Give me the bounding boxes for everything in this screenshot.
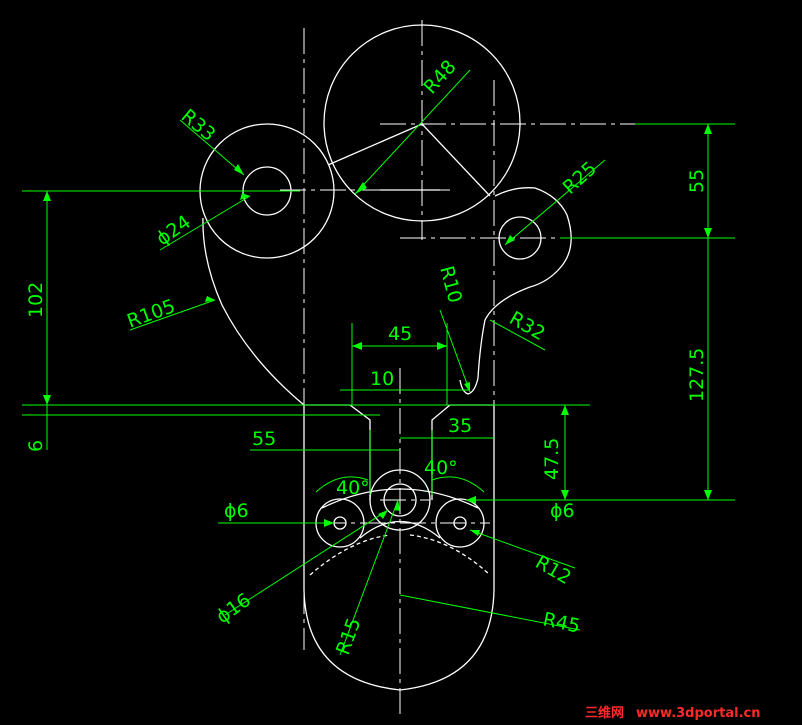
label-6: 6 [25, 440, 47, 452]
label-r12: R12 [532, 551, 575, 589]
label-d6-right: ϕ6 [550, 500, 575, 522]
r48-circle [323, 24, 521, 222]
label-r25: R25 [559, 157, 602, 198]
label-r15: R15 [332, 615, 365, 658]
right-lobe [435, 498, 485, 548]
label-r48: R48 [419, 56, 460, 99]
label-40-right: 40° [424, 457, 458, 479]
r12-arc [321, 488, 479, 509]
dimension-lines [22, 69, 735, 656]
label-r32: R32 [506, 307, 549, 345]
label-102: 102 [25, 282, 47, 318]
label-r10: R10 [435, 264, 466, 306]
d16-circle [369, 469, 431, 531]
label-47-5: 47.5 [541, 438, 563, 480]
label-35: 35 [448, 415, 472, 437]
label-d24: ϕ24 [152, 211, 195, 250]
r25-boss-outline [494, 187, 572, 288]
center-lines [280, 20, 730, 718]
arrowheads [43, 124, 712, 536]
r25-hole [498, 216, 542, 260]
label-40-left: 40° [336, 477, 370, 499]
label-r105: R105 [124, 295, 178, 333]
label-10: 10 [370, 368, 394, 390]
label-d6-left: ϕ6 [224, 500, 249, 522]
r45-arc [303, 589, 495, 691]
r105-arc [202, 217, 305, 406]
watermark-brand: 三维网 [585, 705, 624, 721]
label-45: 45 [388, 323, 412, 345]
label-d16: ϕ16 [212, 589, 255, 628]
watermark: 三维网 www.3dportal.cn [585, 705, 760, 721]
watermark-url: www.3dportal.cn [636, 706, 760, 721]
d6-hole-right [453, 516, 467, 530]
label-r33: R33 [177, 105, 220, 146]
label-127-5: 127.5 [686, 348, 708, 402]
dimension-labels: R48 R33 ϕ24 R25 R105 R10 R32 102 55 127.… [25, 56, 708, 658]
part-outline [199, 24, 572, 691]
r32-arc [477, 286, 531, 379]
label-r45: R45 [541, 608, 582, 637]
label-55-right: 55 [686, 169, 708, 193]
label-55-bottom: 55 [252, 428, 276, 450]
d16-inner [383, 483, 417, 517]
r10-arc [459, 377, 479, 395]
